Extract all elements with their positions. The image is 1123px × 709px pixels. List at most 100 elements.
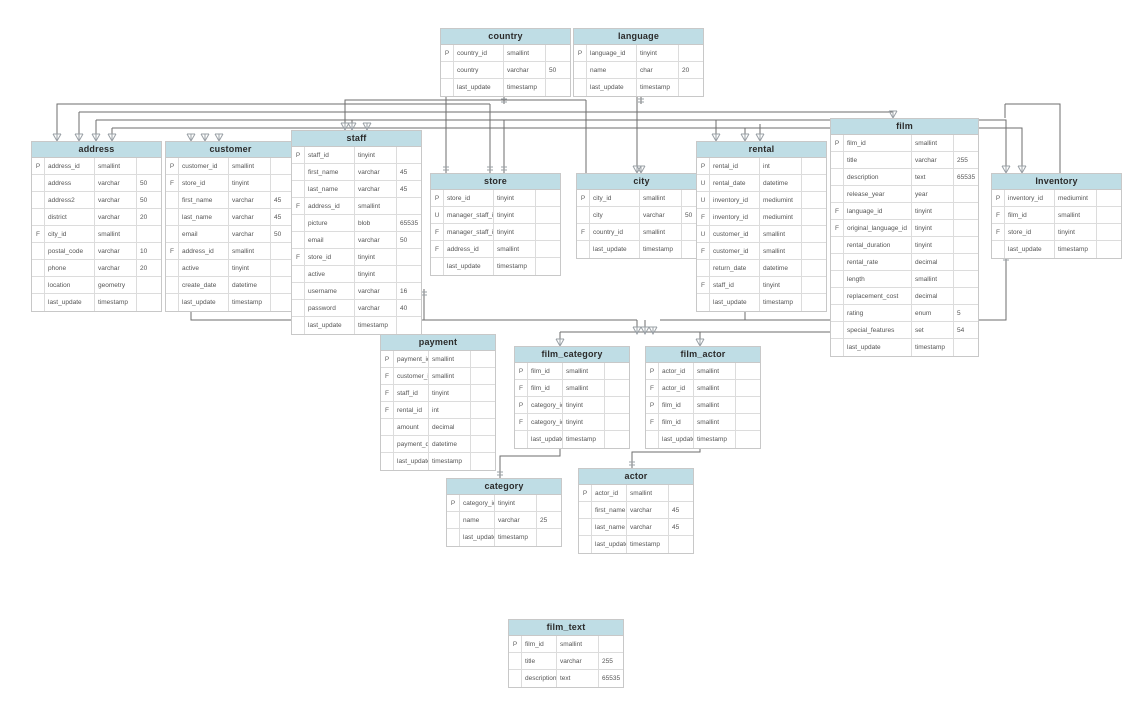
field-type: smallint (694, 363, 736, 379)
field-size (605, 431, 629, 448)
field-type: timestamp (1055, 241, 1097, 258)
field-type: varchar (627, 519, 669, 535)
field-key-marker: F (646, 380, 659, 396)
field-key-marker (574, 62, 587, 78)
field-key-marker: F (515, 414, 528, 430)
field-type: smallint (912, 135, 954, 151)
field-size (802, 243, 826, 259)
field-name: staff_id (305, 147, 355, 163)
field-key-marker: P (579, 485, 592, 501)
field-name: last_update (394, 453, 429, 470)
field-key-marker (166, 294, 179, 311)
field-size: 5 (957, 310, 961, 317)
field-key-marker: U (431, 207, 444, 223)
field-name: rating (844, 305, 912, 321)
field-type: varchar (229, 226, 271, 242)
field-name: rental_id (710, 158, 760, 174)
field-type: timestamp (563, 431, 605, 448)
field-size (802, 192, 826, 208)
field-key-marker (579, 536, 592, 553)
field-name: location (45, 277, 95, 293)
field-type: geometry (95, 277, 137, 293)
field-size (536, 241, 560, 257)
field-type: timestamp (760, 294, 802, 311)
field-key-marker (32, 294, 45, 311)
entity-title-Inventory: Inventory (992, 174, 1121, 190)
field-size: 45 (400, 186, 408, 193)
field-key-marker (292, 283, 305, 299)
field-key-marker (381, 453, 394, 470)
field-type: datetime (760, 260, 802, 276)
field-type: datetime (429, 436, 471, 452)
field-size (137, 226, 161, 242)
field-name: staff_id (710, 277, 760, 293)
field-type: varchar (355, 164, 397, 180)
field-name: district (45, 209, 95, 225)
field-key-marker (292, 317, 305, 334)
field-key-marker (579, 519, 592, 535)
field-type: timestamp (637, 79, 679, 96)
field-type: smallint (912, 271, 954, 287)
field-size (1097, 241, 1121, 258)
field-name: address (45, 175, 95, 191)
field-name: film_id (659, 397, 694, 413)
field-type: varchar (557, 653, 599, 669)
field-name: category_id (460, 495, 495, 511)
field-name: staff_id (394, 385, 429, 401)
field-key-marker (577, 207, 590, 223)
field-type: smallint (694, 414, 736, 430)
field-name: manager_staff_id (444, 224, 494, 240)
field-name: rental_duration (844, 237, 912, 253)
field-type: char (637, 62, 679, 78)
field-name: film_id (1005, 207, 1055, 223)
field-size (537, 529, 561, 546)
field-type: timestamp (355, 317, 397, 334)
field-type: tinyint (494, 207, 536, 223)
field-type: smallint (640, 190, 682, 206)
field-key-marker: P (515, 397, 528, 413)
field-name: last_update (710, 294, 760, 311)
field-name: film_id (522, 636, 557, 652)
field-type: smallint (640, 224, 682, 240)
field-name: category_id (528, 414, 563, 430)
field-size: 10 (140, 248, 148, 255)
field-type: varchar (95, 192, 137, 208)
field-name: amount (394, 419, 429, 435)
field-size (802, 226, 826, 242)
field-key-marker: F (166, 175, 179, 191)
